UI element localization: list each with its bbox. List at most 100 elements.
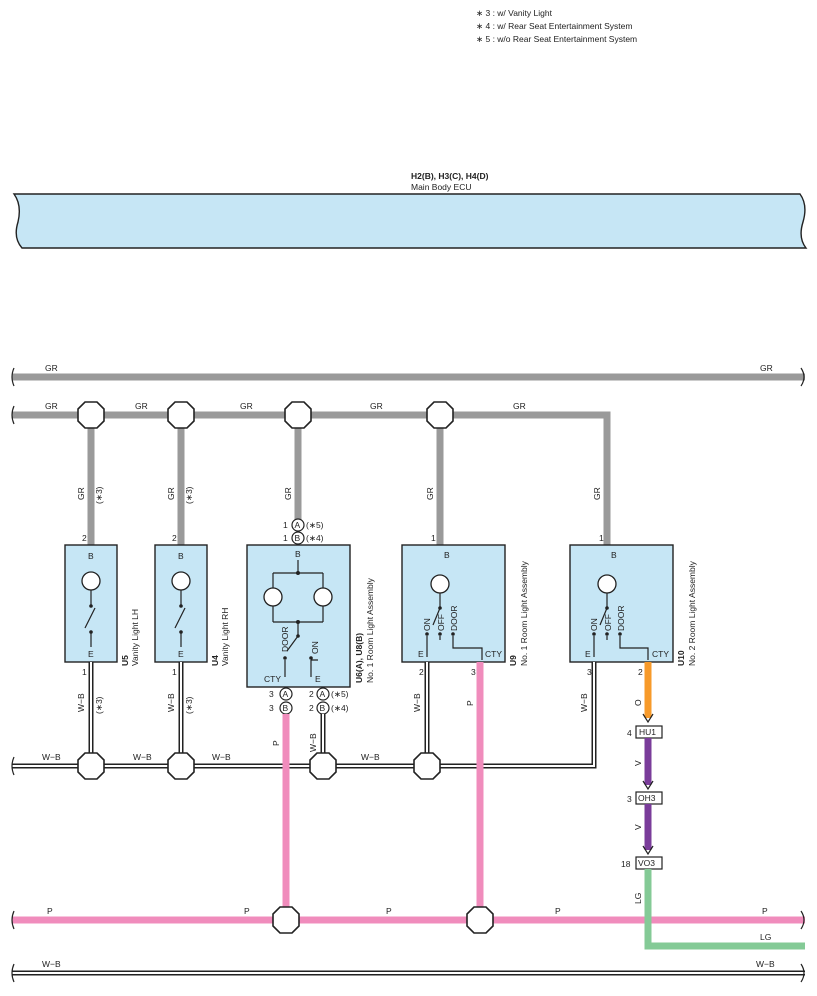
pin-number: 3: [269, 689, 274, 699]
u9-code: U9: [508, 655, 518, 666]
connector-letter: B: [283, 703, 289, 713]
wire-label-gr: GR: [240, 401, 253, 411]
wire-label-v: V: [633, 824, 643, 830]
wire-label-p: P: [465, 700, 475, 706]
tag-s3: (∗3): [184, 696, 194, 714]
junction: [413, 752, 441, 780]
wire-label-p: P: [47, 906, 53, 916]
pin-number: 1: [283, 533, 288, 543]
u6-name: No. 1 Room Light Assembly: [365, 577, 375, 683]
terminal-e: E: [585, 649, 591, 659]
terminal-b: B: [88, 551, 94, 561]
pin-number: 1: [599, 533, 604, 543]
wire-label-p: P: [244, 906, 250, 916]
tag-s3: (∗3): [94, 696, 104, 714]
terminal-b: B: [178, 551, 184, 561]
wire-label-wb: W−B: [42, 959, 61, 969]
switch-on: ON: [422, 618, 432, 631]
note-wo-rear-seat-ent: ∗ 5 : w/o Rear Seat Entertainment System: [476, 34, 637, 44]
terminal-cty: CTY: [652, 649, 669, 659]
junction: [77, 401, 105, 429]
component-u9: 1 B ON OFF DOOR E CTY 2 3 U9 No. 1 Room …: [401, 533, 529, 677]
pin-number: 3: [627, 794, 632, 804]
junction: [309, 752, 337, 780]
junction: [272, 906, 300, 934]
wire-label-wb: W−B: [166, 693, 176, 712]
wire-label-gr: GR: [45, 401, 58, 411]
wire-label-wb: W−B: [133, 752, 152, 762]
tag-s5: (∗5): [306, 520, 324, 530]
pin-number: 1: [283, 520, 288, 530]
terminal-e: E: [88, 649, 94, 659]
tag-s5: (∗5): [331, 689, 349, 699]
component-u5: 2 B E 1 U5 Vanity Light LH: [64, 533, 140, 677]
junction: [466, 906, 494, 934]
pin-number: 2: [172, 533, 177, 543]
wire-label-wb: W−B: [212, 752, 231, 762]
wire-label-gr: GR: [283, 487, 293, 500]
connector-letter: A: [295, 520, 301, 530]
junction: [167, 401, 195, 429]
ecu-code: H2(B), H3(C), H4(D): [411, 171, 489, 181]
switch-door: DOOR: [280, 627, 290, 653]
terminal-b: B: [295, 549, 301, 559]
terminal-b: B: [444, 550, 450, 560]
wire-label-wb: W−B: [76, 693, 86, 712]
tag-s4: (∗4): [331, 703, 349, 713]
terminal-e: E: [315, 674, 321, 684]
u9-name: No. 1 Room Light Assembly: [519, 560, 529, 666]
ecu-box: [12, 193, 808, 249]
terminal-e: E: [178, 649, 184, 659]
wire-label-p: P: [762, 906, 768, 916]
wire-label-v: V: [633, 760, 643, 766]
connector-letter: A: [283, 689, 289, 699]
wire-label-wb: W−B: [756, 959, 775, 969]
note-vanity-light: ∗ 3 : w/ Vanity Light: [476, 8, 553, 18]
connector-letter: B: [320, 703, 326, 713]
u4-name: Vanity Light RH: [220, 608, 230, 666]
pin-number: 1: [431, 533, 436, 543]
u10-cty-chain: O 4 HU1 V 3 OH3 V 18 VO3 LG LG: [621, 662, 805, 950]
pin-number: 4: [627, 728, 632, 738]
tag-s4: (∗4): [306, 533, 324, 543]
junction: [284, 401, 312, 429]
wire-label-gr: GR: [45, 363, 58, 373]
wire-label-wb: W−B: [579, 693, 589, 712]
switch-on: ON: [310, 641, 320, 654]
switch-off: OFF: [603, 614, 613, 631]
junction: [426, 401, 454, 429]
u6-top-connectors: 1 A (∗5) 1 B (∗4): [283, 518, 324, 545]
bus-wb-bottom: W−B W−B: [11, 959, 805, 983]
component-u10: 1 B ON OFF DOOR E CTY 3 2 U10 No. 2 Room…: [569, 533, 697, 677]
wire-label-wb: W−B: [412, 693, 422, 712]
terminal-cty: CTY: [264, 674, 281, 684]
wire-label-gr: GR: [76, 487, 86, 500]
pin-number: 1: [82, 667, 87, 677]
terminal-b: B: [611, 550, 617, 560]
pin-number: 2: [309, 703, 314, 713]
junction: [167, 752, 195, 780]
bus-gr-top: GR GR: [11, 363, 805, 387]
note-w-rear-seat-ent: ∗ 4 : w/ Rear Seat Entertainment System: [476, 21, 632, 31]
pink-wires: P P P P P P P: [11, 662, 805, 934]
pin-number: 2: [309, 689, 314, 699]
gr-junctions: [77, 401, 454, 429]
wire-label-gr: GR: [425, 487, 435, 500]
switch-off: OFF: [436, 614, 446, 631]
terminal-cty: CTY: [485, 649, 502, 659]
connector-letter: B: [295, 533, 301, 543]
wire-label-wb: W−B: [42, 752, 61, 762]
u10-box: [569, 544, 674, 663]
wire-label-o: O: [633, 699, 643, 706]
notes: ∗ 3 : w/ Vanity Light ∗ 4 : w/ Rear Seat…: [476, 8, 637, 44]
bus-gr-second: GR GR GR GR GR: [11, 401, 611, 545]
gr-drops: [87, 415, 444, 545]
component-u6-u8: B DOOR ON CTY E U6(A), U8(B) No. 1 Room …: [246, 544, 375, 715]
wire-label-gr: GR: [370, 401, 383, 411]
pin-number: 3: [269, 703, 274, 713]
wire-label-p: P: [386, 906, 392, 916]
switch-door: DOOR: [449, 606, 459, 632]
tag-s3: (∗3): [184, 486, 194, 504]
pin-number: 3: [587, 667, 592, 677]
u6-code: U6(A), U8(B): [354, 633, 364, 683]
